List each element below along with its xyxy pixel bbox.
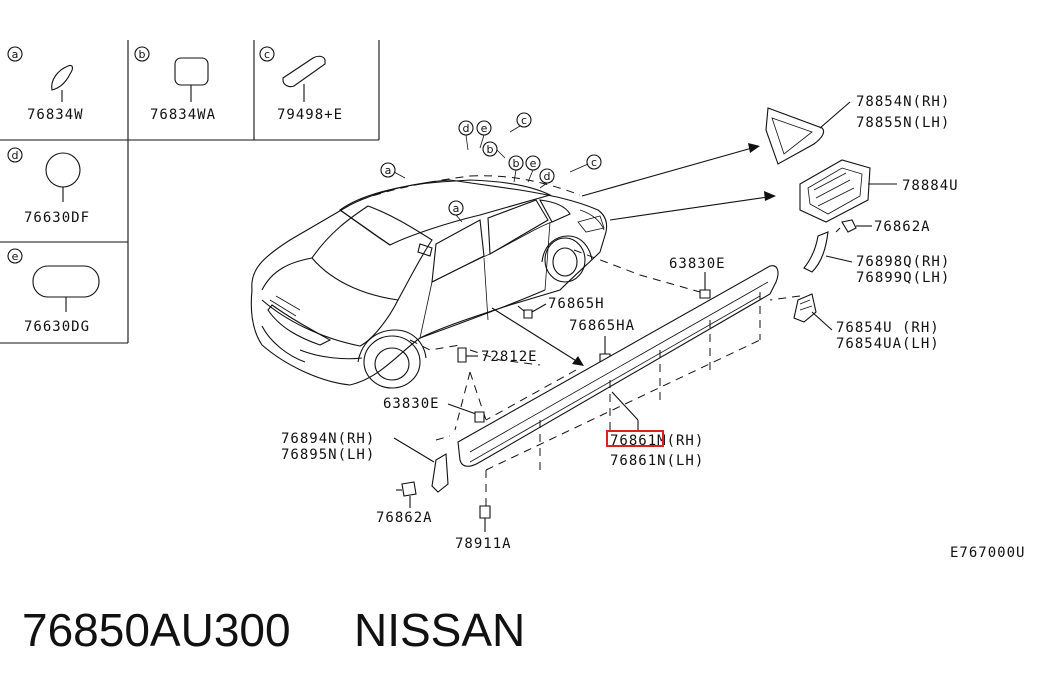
part-72812e[interactable]: 72812E (457, 347, 538, 365)
part-76854u[interactable]: 76854U (RH) 76854UA(LH) (793, 293, 940, 352)
pointer-arrows (491, 143, 776, 366)
callout-76862a-lower: 76862A (376, 510, 433, 526)
inset-part-number-e: 76630DG (24, 319, 90, 335)
inset-marker-d: d (12, 149, 19, 162)
car-marker-d2: d (544, 170, 551, 183)
car-marker-c1: c (521, 114, 527, 127)
side-sill-moulding[interactable] (409, 249, 801, 515)
callout-78855n: 78855N(LH) (856, 115, 950, 131)
marker-b-icon (134, 46, 150, 62)
part-76862a-upper[interactable]: 76862A (835, 219, 931, 235)
car-marker-b2: b (513, 157, 520, 170)
inset-marker-c: c (264, 48, 270, 61)
marker-d-icon (7, 147, 23, 163)
footer-brand: NISSAN (354, 604, 525, 656)
part-78884u[interactable]: 78884U (799, 159, 959, 223)
inset-grid (0, 40, 380, 344)
part-76862a-lower[interactable]: 76862A (376, 481, 433, 526)
car-marker-e1: e (481, 122, 488, 135)
oval-pad-76630dg-icon (32, 265, 100, 298)
inset-part-number-a: 76834W (27, 107, 84, 123)
inset-cell-c[interactable]: c 79498+E (259, 46, 343, 123)
callout-76862a-upper: 76862A (874, 219, 931, 235)
marker-a-icon (7, 46, 23, 62)
part-63830e-upper[interactable]: 63830E (669, 256, 726, 299)
car-marker-b1: b (487, 143, 494, 156)
marker-e-icon (7, 248, 23, 264)
part-76865ha[interactable]: 76865HA (569, 318, 635, 363)
inset-marker-b: b (139, 48, 146, 61)
inset-marker-e: e (12, 250, 19, 263)
footer-part-number: 76850AU300 (22, 604, 291, 656)
inset-part-number-b: 76834WA (150, 107, 216, 123)
callout-76854u: 76854U (RH) (836, 320, 940, 336)
car-marker-a1: a (385, 164, 392, 177)
callout-78911a: 78911A (455, 536, 512, 552)
inset-part-number-d: 76630DF (24, 210, 90, 226)
marker-c-icon (259, 46, 275, 62)
callout-78854n: 78854N(RH) (856, 94, 950, 110)
car-marker-c2: c (591, 156, 597, 169)
callout-76861n: 76861N(LH) (610, 453, 704, 469)
part-76861m[interactable]: 76861M(RH) 76861N(LH) (606, 391, 704, 469)
car-marker-a2: a (453, 202, 460, 215)
part-76894n[interactable]: 76894N(RH) 76895N(LH) (281, 431, 449, 493)
callout-76895n: 76895N(LH) (281, 447, 375, 463)
callout-76898q: 76898Q(RH) (856, 254, 950, 270)
inset-marker-a: a (12, 48, 19, 61)
highlight-box (606, 430, 664, 447)
inset-cell-a[interactable]: a 76834W (7, 46, 84, 123)
clip-76834w-icon (51, 64, 73, 91)
callout-76865ha: 76865HA (569, 318, 635, 334)
inset-cell-e[interactable]: e 76630DG (7, 248, 100, 335)
part-76865h[interactable]: 76865H (523, 296, 605, 319)
car-markers: a d e b c b e d c a (380, 112, 602, 223)
callout-76854ua: 76854UA(LH) (836, 336, 940, 352)
callout-76894n: 76894N(RH) (281, 431, 375, 447)
car-marker-d1: d (463, 122, 470, 135)
pad-76834wa-icon (174, 57, 209, 86)
pad-79498e-icon (282, 55, 326, 88)
diagram-code: E767000U (950, 545, 1025, 561)
part-78854n[interactable]: 78854N(RH) 78855N(LH) (765, 94, 950, 165)
car-marker-e2: e (530, 157, 537, 170)
inset-part-number-c: 79498+E (277, 107, 343, 123)
callout-63830e-lower: 63830E (383, 396, 440, 412)
inset-cell-b[interactable]: b 76834WA (134, 46, 216, 123)
part-78911a[interactable]: 78911A (455, 505, 512, 552)
callout-63830e-upper: 63830E (669, 256, 726, 272)
callout-78884u: 78884U (902, 178, 959, 194)
sedan-car-illustration (250, 175, 608, 389)
round-pad-76630df-icon (45, 152, 81, 188)
part-76898q[interactable]: 76898Q(RH) 76899Q(LH) (803, 231, 950, 286)
callout-72812e: 72812E (481, 349, 538, 365)
inset-cell-d[interactable]: d 76630DF (7, 147, 90, 226)
callout-76899q: 76899Q(LH) (856, 270, 950, 286)
callout-76865h: 76865H (548, 296, 605, 312)
part-63830e-lower[interactable]: 63830E (383, 396, 485, 423)
